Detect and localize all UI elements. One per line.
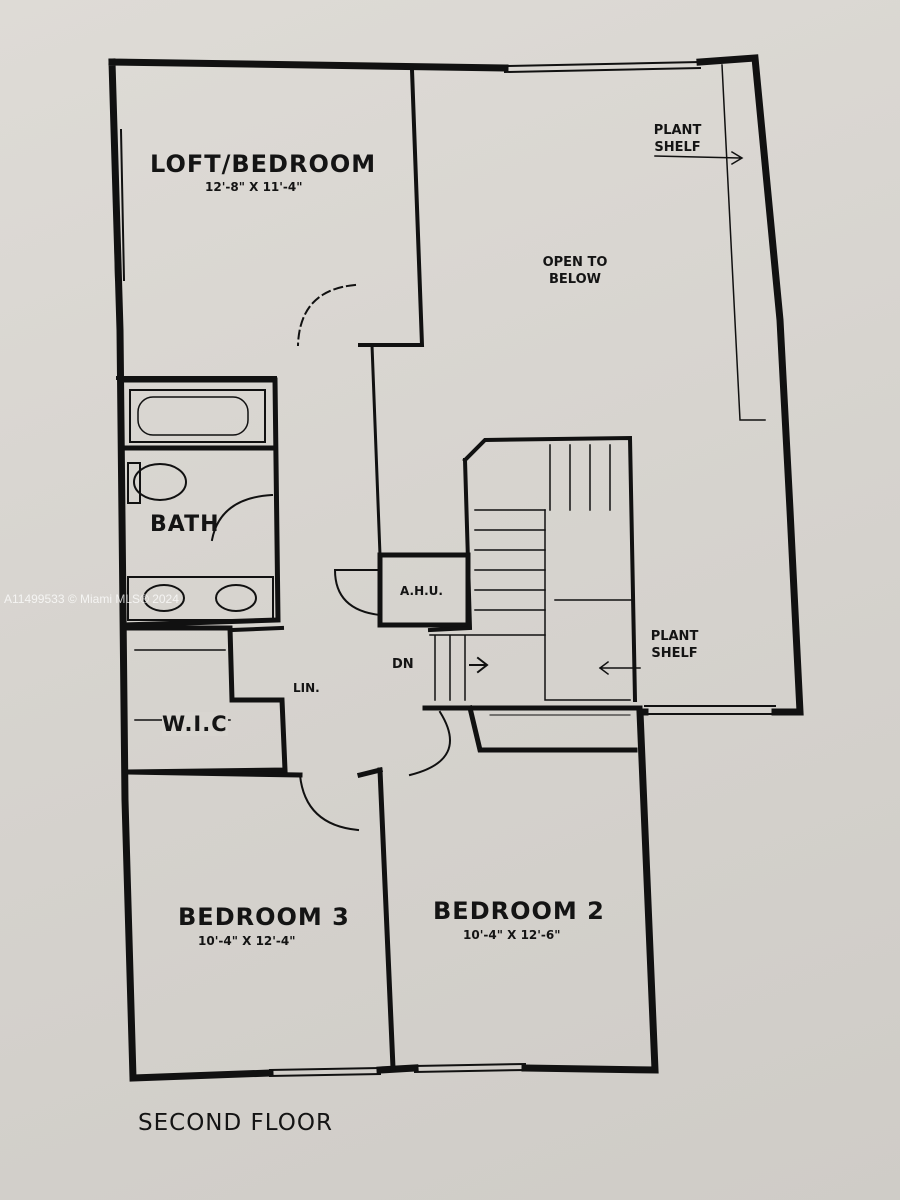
stairs-down-label: DN	[392, 657, 414, 672]
toilet	[133, 463, 187, 501]
stair-wall	[427, 435, 638, 703]
bedroom2-closet	[422, 704, 643, 753]
open-to-below-label: OPEN TO BELOW	[542, 255, 608, 287]
bathtub	[129, 389, 266, 443]
window-right	[644, 705, 776, 715]
stair-treads	[429, 150, 744, 701]
window-bottom-right	[413, 1062, 527, 1074]
bath-label: BATH	[150, 512, 220, 537]
bedroom3-wall	[122, 766, 384, 779]
wic-wall	[122, 625, 288, 775]
bedroom2-dims: 10'-4" X 12'-6"	[463, 928, 561, 942]
bedroom2-label: BEDROOM 2	[433, 897, 605, 925]
plant-shelf-bottom-label: PLANT SHELF	[650, 629, 699, 661]
window-top	[503, 60, 702, 74]
linen-wall	[229, 625, 285, 633]
bedroom3-door	[298, 773, 360, 832]
linen-label: LIN.	[293, 681, 320, 695]
plant-shelf-top-label: PLANT SHELF	[653, 123, 702, 155]
bedroom-divider	[377, 767, 396, 1071]
loft-bedroom-dims: 12'-8" X 11'-4"	[205, 180, 303, 194]
hall-wall	[370, 343, 382, 557]
bedroom2-door	[408, 710, 451, 777]
ahu-label: A.H.U.	[400, 584, 443, 598]
plan-title: SECOND FLOOR	[138, 1110, 333, 1136]
loft-bedroom-label: LOFT/BEDROOM	[150, 150, 377, 178]
bath-wall	[122, 377, 281, 628]
ahu-door	[333, 569, 382, 617]
window-bottom-left	[268, 1066, 382, 1078]
plant-shelf-top	[721, 64, 766, 421]
outer-wall	[108, 54, 804, 1082]
wic-label: W.I.C	[162, 712, 228, 736]
vanity	[127, 576, 274, 621]
bedroom3-label: BEDROOM 3	[178, 903, 350, 931]
watermark: A11499533 © Miami MLS® 2024	[4, 592, 179, 606]
bedroom3-dims: 10'-4" X 12'-4"	[198, 934, 296, 948]
bath-door	[210, 493, 274, 542]
loft-wall	[116, 67, 425, 380]
window-left	[111, 128, 126, 282]
loft-door	[296, 283, 357, 347]
